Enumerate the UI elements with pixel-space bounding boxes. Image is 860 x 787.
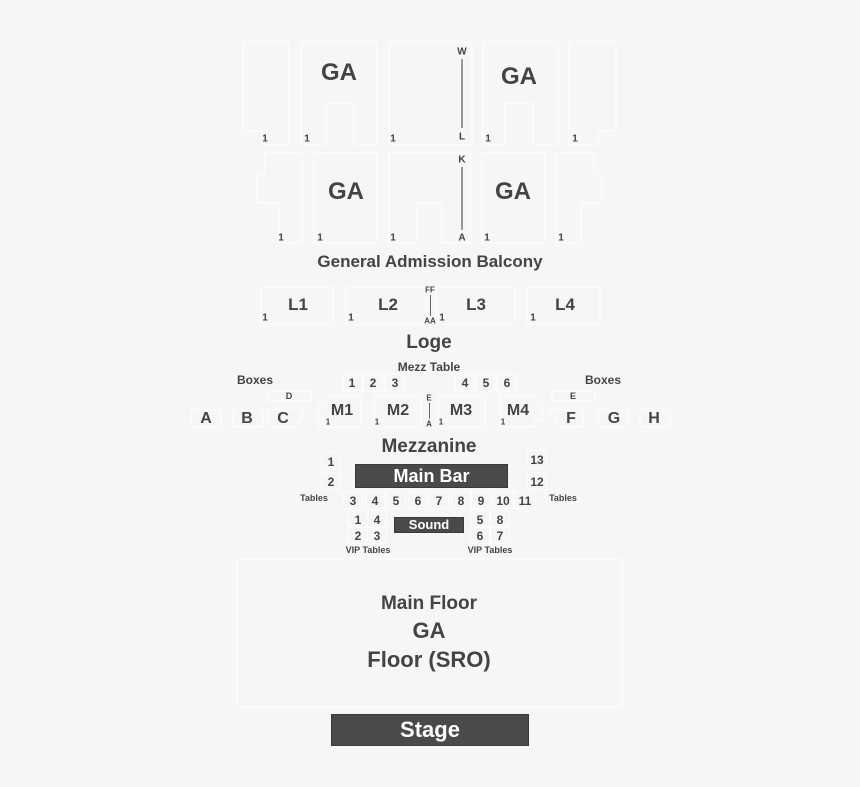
section-m1[interactable]: M1 <box>330 402 354 419</box>
table[interactable]: 11 <box>514 491 536 509</box>
seat-label: 1 <box>485 133 491 145</box>
seat-label: 1 <box>558 232 564 244</box>
row-label-bottom: AA <box>424 316 436 326</box>
section-l1[interactable]: L1 <box>288 295 308 314</box>
box-e[interactable]: E <box>569 391 577 401</box>
row-range-line <box>461 167 463 230</box>
table[interactable]: 4 <box>365 491 385 509</box>
section-ga-lower-left[interactable]: GA <box>328 178 364 205</box>
box-b[interactable]: B <box>241 410 253 427</box>
mezz-table[interactable]: 3 <box>391 376 399 390</box>
seat-label: 1 <box>262 133 268 145</box>
row-label-top: E <box>426 393 432 403</box>
seat-label: 1 <box>390 133 396 145</box>
section-ga-lower-right[interactable]: GA <box>495 178 531 205</box>
box-h[interactable]: H <box>648 410 660 427</box>
mezzanine-title: Mezzanine <box>381 436 477 457</box>
seat-label: 1 <box>304 133 310 145</box>
table[interactable]: 8 <box>451 491 471 509</box>
table[interactable]: 1 <box>321 452 341 470</box>
seat-label: 1 <box>374 417 380 427</box>
table[interactable]: 7 <box>429 491 449 509</box>
box-a[interactable]: A <box>200 410 212 427</box>
section-m2[interactable]: M2 <box>386 402 410 419</box>
section-l3[interactable]: L3 <box>466 295 486 314</box>
main-floor-sro: Floor (SRO) <box>367 647 491 672</box>
table[interactable]: 13 <box>527 450 547 468</box>
seat-label: 1 <box>278 232 284 244</box>
seat-label: 1 <box>500 417 506 427</box>
vip-table[interactable]: 2 <box>348 526 368 544</box>
section-ga-upper-right[interactable]: GA <box>501 63 537 90</box>
tables-label-right: Tables <box>549 493 577 503</box>
vip-table[interactable]: 6 <box>470 526 490 544</box>
row-label-bottom: A <box>426 419 432 429</box>
box-f[interactable]: F <box>566 410 576 427</box>
seat-label: 1 <box>530 312 536 324</box>
seat-label: 1 <box>262 312 268 324</box>
table[interactable]: 3 <box>343 491 363 509</box>
box-d[interactable]: D <box>285 391 293 401</box>
mezz-table[interactable]: 5 <box>482 376 490 390</box>
section-ga-upper-left[interactable]: GA <box>321 59 357 86</box>
mezz-table[interactable]: 6 <box>503 376 511 390</box>
loge-title: Loge <box>406 332 452 353</box>
main-bar: Main Bar <box>355 464 508 488</box>
vip-tables-label-left: VIP Tables <box>345 545 391 555</box>
table[interactable]: 6 <box>408 491 428 509</box>
boxes-left-label: Boxes <box>236 373 274 387</box>
mezz-table[interactable]: 4 <box>461 376 469 390</box>
row-label-top: FF <box>425 285 435 295</box>
row-label-top: W <box>457 46 467 58</box>
main-floor-ga: GA <box>412 618 446 643</box>
table[interactable]: 12 <box>527 472 547 490</box>
vip-table[interactable]: 4 <box>367 510 387 528</box>
table[interactable]: 10 <box>492 491 514 509</box>
seat-label: 1 <box>348 312 354 324</box>
balcony-title: General Admission Balcony <box>317 252 543 271</box>
row-range-line <box>430 295 431 316</box>
vip-table[interactable]: 5 <box>470 510 490 528</box>
row-label-top: K <box>458 154 466 166</box>
table[interactable]: 2 <box>321 472 341 490</box>
vip-table[interactable]: 7 <box>490 526 510 544</box>
mezz-table[interactable]: 1 <box>348 376 356 390</box>
vip-tables-label-right: VIP Tables <box>467 545 513 555</box>
section-l4[interactable]: L4 <box>555 295 575 314</box>
stage: Stage <box>331 714 529 746</box>
row-label-bottom: A <box>458 232 466 244</box>
tables-label-left: Tables <box>300 493 328 503</box>
vip-table[interactable]: 8 <box>490 510 510 528</box>
seat-label: 1 <box>390 232 396 244</box>
mezz-table[interactable]: 2 <box>369 376 377 390</box>
row-label-bottom: L <box>458 131 466 143</box>
section-l2[interactable]: L2 <box>378 295 398 314</box>
seat-label: 1 <box>325 417 331 427</box>
seat-label: 1 <box>438 417 444 427</box>
box-c[interactable]: C <box>277 410 289 427</box>
seat-label: 1 <box>439 312 445 324</box>
table[interactable]: 9 <box>471 491 491 509</box>
row-range-line <box>461 59 463 128</box>
box-g[interactable]: G <box>607 410 621 427</box>
main-floor-title: Main Floor <box>380 593 478 614</box>
seat-label: 1 <box>484 232 490 244</box>
section-m4[interactable]: M4 <box>506 402 530 419</box>
table[interactable]: 5 <box>386 491 406 509</box>
boxes-right-label: Boxes <box>584 373 622 387</box>
mezz-table-label: Mezz Table <box>397 360 461 374</box>
section-m3[interactable]: M3 <box>449 402 473 419</box>
seat-label: 1 <box>572 133 578 145</box>
sound-booth: Sound <box>394 517 464 533</box>
vip-table[interactable]: 3 <box>367 526 387 544</box>
seat-label: 1 <box>317 232 323 244</box>
row-range-line <box>429 403 430 419</box>
